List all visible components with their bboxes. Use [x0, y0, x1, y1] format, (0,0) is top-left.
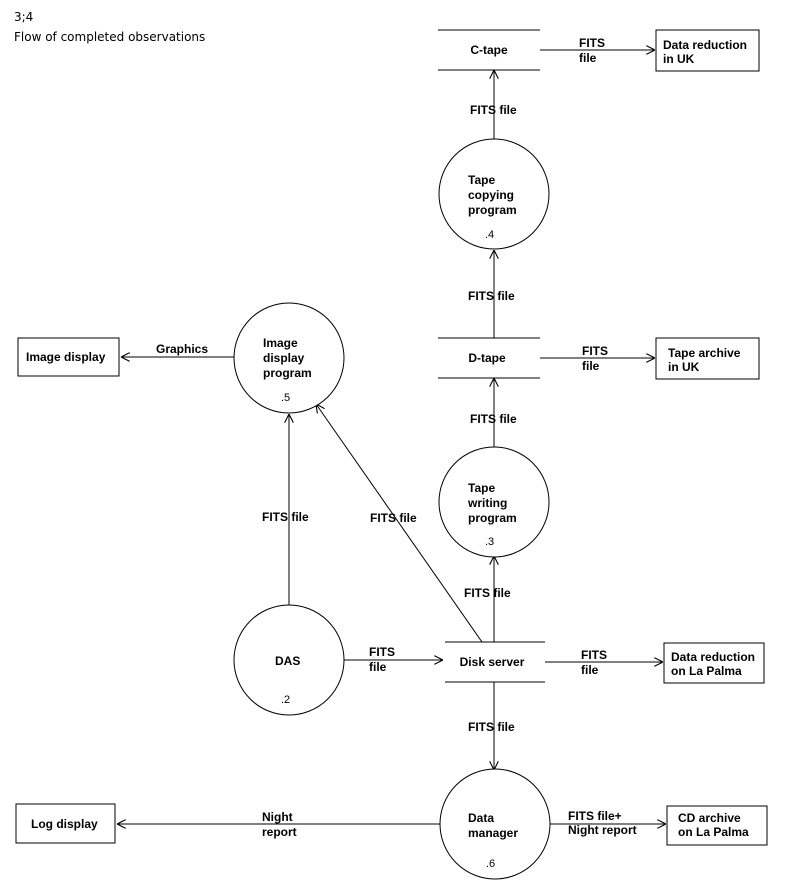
process-tape-copying: Tape copying program .4 — [438, 138, 550, 250]
external-data-reduction-la-palma: Data reduction on La Palma — [663, 642, 765, 684]
process-tape-copying-line2: copying — [468, 188, 514, 202]
store-d-tape-label: D-tape — [468, 351, 506, 365]
process-data-manager-line2: manager — [468, 826, 518, 840]
flow-disk-to-reduction-label2: file — [581, 663, 599, 677]
diagram-title: Flow of completed observations — [14, 30, 206, 44]
external-cd-archive-lp-line2: on La Palma — [678, 825, 749, 839]
external-cd-archive-la-palma: CD archive on La Palma — [666, 805, 768, 846]
external-data-reduction-uk-line1: Data reduction — [663, 38, 747, 52]
flow-das-to-disk-label2: file — [369, 660, 387, 674]
diagram-id: 3;4 — [14, 10, 34, 24]
external-data-reduction-lp-line2: on La Palma — [671, 664, 742, 678]
process-data-manager-line1: Data — [468, 811, 494, 825]
process-image-display-line1: Image — [263, 336, 298, 350]
external-log-display: Log display — [15, 803, 116, 844]
flow-manager-to-log-label1: Night — [262, 810, 293, 824]
store-disk-server: Disk server — [445, 641, 545, 683]
external-tape-archive-uk-line1: Tape archive — [668, 346, 741, 360]
flow-disk-to-imgprog-arrow — [316, 404, 483, 643]
process-data-manager-number: .6 — [486, 858, 495, 870]
external-tape-archive-uk: Tape archive in UK — [655, 337, 760, 380]
flow-disk-to-manager-label: FITS file — [468, 720, 515, 734]
flow-imgprog-to-display-label: Graphics — [156, 342, 208, 356]
process-tape-writing-line1: Tape — [468, 481, 495, 495]
process-tape-writing: Tape writing program .3 — [438, 446, 550, 558]
flow-ctape-to-uk-label1: FITS — [579, 36, 605, 50]
process-image-display: Image display program .5 — [233, 302, 345, 414]
process-tape-writing-line3: program — [468, 511, 517, 525]
process-image-display-line3: program — [263, 366, 312, 380]
flow-disk-to-writing-label: FITS file — [464, 586, 511, 600]
flow-disk-to-reduction-label1: FITS — [581, 648, 607, 662]
flow-das-to-disk-label1: FITS — [369, 645, 395, 659]
process-tape-copying-line1: Tape — [468, 173, 495, 187]
external-image-display-line1: Image display — [26, 350, 106, 364]
external-log-display-line1: Log display — [31, 817, 98, 831]
flow-ctape-to-uk-label2: file — [579, 51, 597, 65]
process-das: DAS .2 — [233, 604, 345, 716]
external-image-display: Image display — [17, 337, 120, 377]
flow-dtape-to-archive-label1: FITS — [582, 344, 608, 358]
process-das-number: .2 — [281, 694, 290, 706]
flow-manager-to-cd-label1: FITS file+ — [568, 809, 622, 823]
process-image-display-line2: display — [263, 351, 305, 365]
flow-dtape-to-archive-label2: file — [582, 359, 600, 373]
process-tape-writing-line2: writing — [467, 496, 507, 510]
process-tape-copying-number: .4 — [485, 229, 494, 241]
store-d-tape: D-tape — [438, 337, 540, 379]
process-image-display-number: .5 — [281, 392, 290, 404]
process-das-label: DAS — [275, 654, 300, 668]
external-data-reduction-lp-line1: Data reduction — [671, 650, 755, 664]
flow-manager-to-log-label2: report — [262, 825, 297, 839]
flow-manager-to-cd-label2: Night report — [568, 823, 637, 837]
store-c-tape: C-tape — [438, 29, 540, 71]
process-data-manager: Data manager .6 — [439, 768, 551, 880]
flow-copy-to-ctape-label: FITS file — [470, 103, 517, 117]
process-tape-copying-line3: program — [468, 203, 517, 217]
store-disk-server-label: Disk server — [460, 655, 525, 669]
flow-das-to-imgprog-label: FITS file — [262, 510, 309, 524]
store-c-tape-label: C-tape — [470, 43, 508, 57]
external-data-reduction-uk-line2: in UK — [663, 52, 695, 66]
external-tape-archive-uk-line2: in UK — [668, 360, 700, 374]
process-tape-writing-number: .3 — [485, 536, 494, 548]
external-cd-archive-lp-line1: CD archive — [678, 811, 741, 825]
flow-dtape-to-copy-label: FITS file — [468, 289, 515, 303]
flow-disk-to-imgprog-label: FITS file — [370, 511, 417, 525]
flow-writing-to-dtape-label: FITS file — [470, 412, 517, 426]
external-data-reduction-uk: Data reduction in UK — [655, 29, 760, 72]
